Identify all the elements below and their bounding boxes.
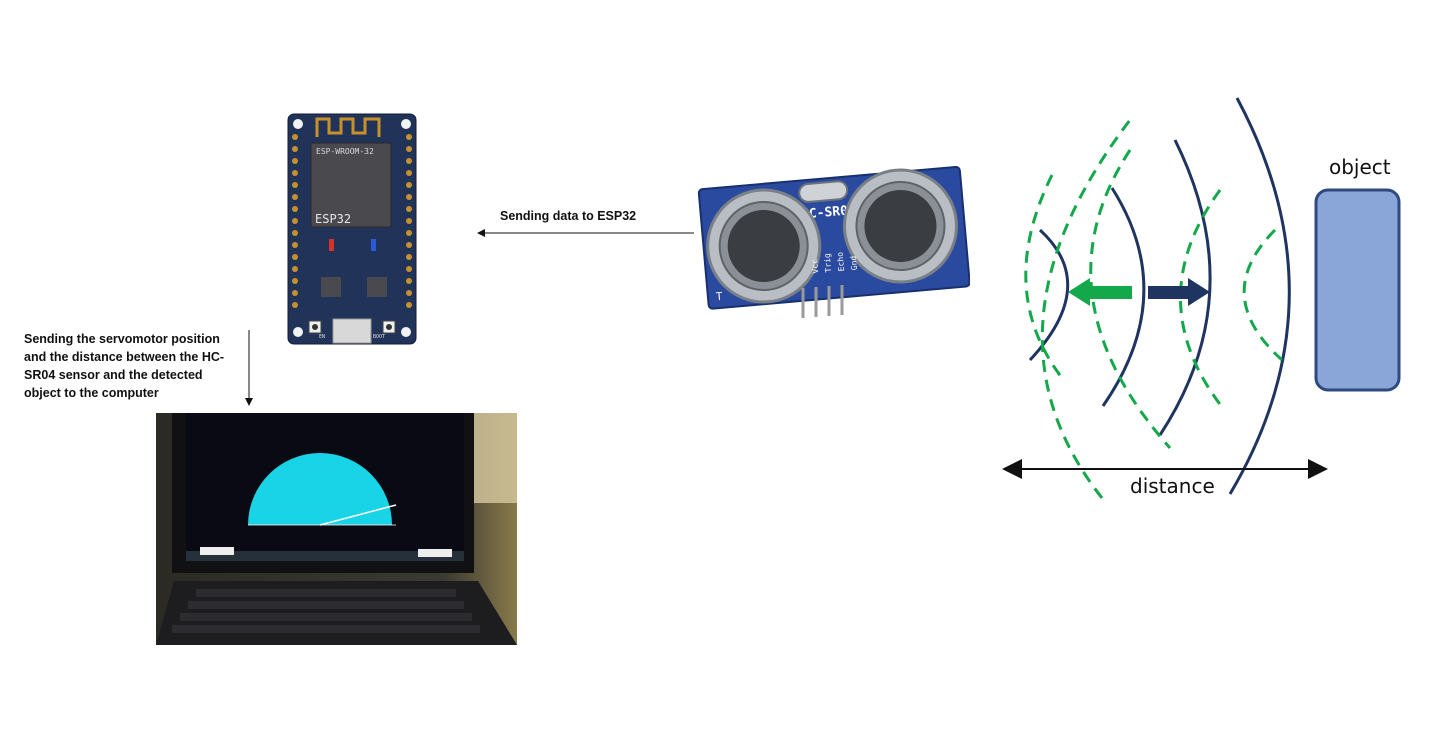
corner-label: T — [715, 290, 723, 304]
header-pin — [406, 218, 412, 224]
header-pin — [406, 158, 412, 164]
wroom-module — [310, 142, 392, 228]
label-sending-to-esp32: Sending data to ESP32 — [500, 209, 637, 223]
pin-label-vcc: Vcc — [810, 259, 820, 274]
radar-display — [248, 453, 392, 525]
header-pin — [292, 302, 298, 308]
echo-direction-arrow — [1068, 278, 1132, 306]
header-pin — [406, 266, 412, 272]
ultrasonic-wave-diagram — [1002, 97, 1401, 499]
header-pin — [292, 170, 298, 176]
header-pin — [292, 194, 298, 200]
header-pin — [292, 254, 298, 260]
header-pin — [292, 182, 298, 188]
header-pin — [292, 290, 298, 296]
pin-label-trig: Trig — [823, 253, 834, 273]
model-text: HC-SR04 — [800, 203, 856, 223]
regulator-chip — [367, 277, 387, 297]
laptop-radar-photo — [156, 413, 517, 645]
header-pin — [406, 254, 412, 260]
header-pin — [406, 290, 412, 296]
chip-text: ESP32 — [315, 212, 351, 226]
object-label: object — [1329, 155, 1391, 179]
status-led — [371, 239, 376, 251]
en-label: EN — [319, 334, 325, 340]
header-pin — [292, 158, 298, 164]
usb-port — [332, 318, 372, 344]
header-pin — [292, 218, 298, 224]
antenna-trace — [315, 117, 381, 137]
pin-header-left — [292, 134, 298, 308]
header-pin — [406, 134, 412, 140]
header-pin — [406, 278, 412, 284]
module-text: ESP-WROOM-32 — [316, 147, 374, 156]
power-led — [329, 239, 334, 251]
header-pin — [406, 182, 412, 188]
transmitter-mesh — [727, 209, 800, 282]
header-pin — [406, 170, 412, 176]
header-pin — [292, 134, 298, 140]
crystal — [798, 180, 849, 203]
header-pin — [292, 266, 298, 272]
pin-label-gnd: Gnd — [849, 255, 859, 270]
sensor-pins — [801, 285, 844, 318]
header-pin — [292, 146, 298, 152]
label-sending-to-computer: Sending the servomotor position and the … — [24, 332, 225, 400]
receiver-mesh — [864, 189, 937, 262]
pin-label-echo: Echo — [836, 252, 847, 272]
emit-direction-arrow — [1148, 278, 1210, 306]
distance-label: distance — [1130, 474, 1215, 498]
pin-header-right — [406, 134, 412, 308]
header-pin — [292, 242, 298, 248]
header-pin — [406, 146, 412, 152]
header-pin — [406, 206, 412, 212]
esp32-board: ESP-WROOM-32 ESP32 EN BOOT — [287, 113, 417, 345]
header-pin — [406, 302, 412, 308]
header-pin — [406, 242, 412, 248]
header-pin — [292, 278, 298, 284]
boot-label: BOOT — [373, 334, 385, 340]
hc-sr04-sensor: HC-SR04 Vcc Trig Echo Gnd T — [697, 165, 970, 318]
usb-chip — [321, 277, 341, 297]
detected-object — [1314, 188, 1401, 392]
header-pin — [292, 206, 298, 212]
echo-wavefronts — [1024, 119, 1284, 499]
radar-sweep-line — [319, 504, 397, 526]
header-pin — [406, 230, 412, 236]
header-pin — [406, 194, 412, 200]
header-pin — [292, 230, 298, 236]
